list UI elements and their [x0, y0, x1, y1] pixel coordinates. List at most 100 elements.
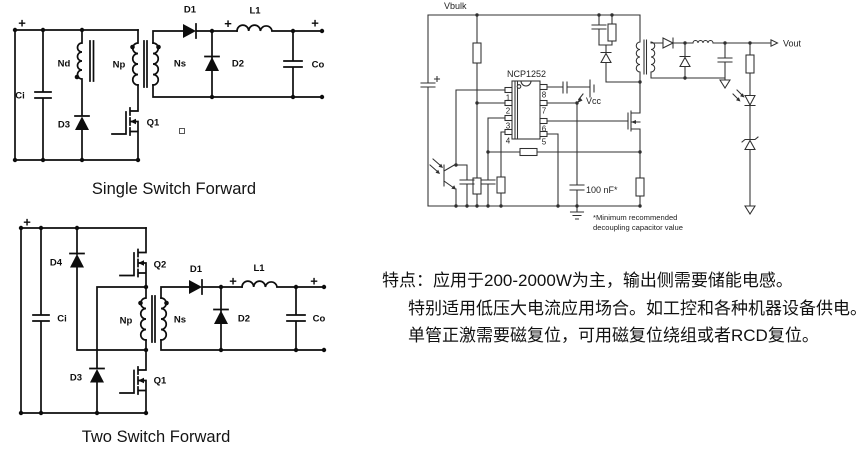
- junction-dots: [18, 225, 327, 416]
- label-vcc: Vcc: [586, 96, 602, 106]
- sec-bottom: [160, 339, 325, 351]
- feature-notes: 特点：应用于200-2000W为主，输出侧需要储能电感。 特别适用低压大电流应用…: [382, 267, 865, 350]
- diode-d1: [189, 280, 202, 294]
- core-nd: [89, 40, 95, 82]
- stub-pin1: [504, 86, 513, 94]
- label-nd: Nd: [58, 59, 71, 70]
- footnote-line1: *Minimum recommended: [593, 213, 677, 222]
- label-d2: D2: [232, 59, 244, 70]
- gnd-arrow-cap: [719, 79, 731, 89]
- stub-pin3: [504, 114, 513, 122]
- stub-pin2: [504, 99, 513, 107]
- ic-notch: [520, 80, 532, 87]
- winding-np: [139, 286, 147, 341]
- cap-co: [283, 30, 303, 98]
- label-ns: Ns: [174, 315, 186, 326]
- ncp1252-application-circuit: Vbulk NCP1252 Vcc Vout 100 nF* 1 2 3 4 8…: [420, 1, 802, 232]
- sec-choke: [692, 39, 772, 44]
- diode-d3-col: [89, 286, 147, 414]
- diode-d2: [214, 310, 228, 324]
- cap-co: [286, 286, 306, 351]
- mosfet-q1: [119, 339, 147, 414]
- pin-number-5: 5: [542, 138, 547, 147]
- label-np: Np: [113, 60, 126, 71]
- feature-prefix: 特点：: [382, 271, 433, 290]
- dot-np: [138, 300, 143, 306]
- winding-ns: [152, 42, 160, 86]
- mosfet-q2: [119, 227, 147, 288]
- dot-np: [130, 44, 135, 50]
- label-ci: Ci: [57, 314, 67, 325]
- core-main: [143, 40, 148, 88]
- opto-led: [744, 94, 756, 107]
- led-arrowhead2: [736, 97, 741, 102]
- label-d3: D3: [58, 120, 70, 131]
- winding-nd: [76, 29, 83, 116]
- vcc-arrowhead: [577, 97, 583, 103]
- pin-number-1: 1: [506, 94, 511, 103]
- bulk-cap: [420, 14, 441, 207]
- label-q2: Q2: [154, 260, 167, 271]
- junction-dots: [454, 13, 752, 208]
- pin-number-8: 8: [542, 91, 547, 100]
- feature-line1: 应用于200-2000W为主，输出侧需要储能电感。: [433, 271, 793, 290]
- ground-icon: [569, 205, 585, 220]
- dot-nd: [74, 74, 80, 80]
- xfmr-primary: [635, 14, 641, 114]
- diode-d2: [205, 57, 219, 71]
- feature-line2: 特别适用低压大电流应用场合。如工控和各种机器设备供电。: [408, 298, 865, 318]
- xfmr-secondary: [650, 41, 656, 73]
- cs-filter-cap: [480, 151, 496, 207]
- clamp-diode-net: [600, 44, 641, 83]
- res-bo-upper: [472, 42, 482, 64]
- mosfet-arrowhead: [631, 120, 636, 124]
- sec-freewheel-diode: [679, 56, 691, 68]
- res-cs-filter: [519, 147, 538, 157]
- gnd-arrow-fb: [744, 205, 756, 215]
- footnote-line2: decoupling capacitor value: [593, 223, 683, 232]
- label-ci: Ci: [15, 91, 25, 102]
- clamp-cap: [591, 14, 607, 46]
- cs-net: [487, 117, 641, 153]
- diode-d3-bar: [74, 115, 90, 161]
- opto-transistor: [429, 158, 457, 207]
- label-q1: Q1: [147, 118, 160, 129]
- res-shunt: [635, 177, 645, 197]
- title-single-switch: Single Switch Forward: [92, 180, 256, 198]
- ic-inner-band: [514, 80, 519, 140]
- diode-d2-col: [204, 30, 220, 98]
- pin-number-7: 7: [542, 107, 547, 116]
- label-vbulk: Vbulk: [444, 1, 467, 11]
- pin-number-4: 4: [506, 137, 511, 146]
- res-clamp: [607, 23, 617, 42]
- sec-bottom: [152, 84, 323, 98]
- vout-arrow: [770, 38, 779, 48]
- zener-diode: [744, 139, 756, 151]
- power-mosfet: [627, 81, 641, 153]
- diode-d4-col: [69, 227, 147, 351]
- label-cap-value: 100 nF*: [586, 185, 618, 195]
- feature-line3: 单管正激需要磁复位，可用磁复位绕组或者RCD复位。: [408, 326, 819, 345]
- ind-l1: [241, 280, 325, 288]
- opto-arrowhead2: [435, 169, 440, 174]
- fb-filter-cap: [455, 164, 475, 207]
- diode-d3: [75, 116, 89, 130]
- opto-emitter-arrow: [451, 185, 456, 190]
- label-co: Co: [313, 314, 326, 325]
- diode-d1: [183, 24, 196, 38]
- title-two-switch: Two Switch Forward: [82, 428, 231, 446]
- label-q1: Q1: [154, 376, 167, 387]
- label-vout: Vout: [783, 39, 802, 49]
- stub-pin7: [539, 99, 548, 107]
- two-switch-forward-circuit: + + + Ci D4 D3 Q2 Q1 Np Ns D1 L1 D2 Co T…: [18, 215, 327, 446]
- core-main: [151, 295, 156, 343]
- pin-number-3: 3: [506, 122, 511, 131]
- stub-pin8: [539, 83, 548, 91]
- plus-output: +: [310, 274, 318, 289]
- diode-d3: [90, 369, 104, 383]
- dot-ns: [164, 300, 169, 306]
- res-rt: [496, 176, 506, 194]
- mosfet-q2-arrow: [138, 260, 144, 266]
- bo-divider: [476, 14, 506, 207]
